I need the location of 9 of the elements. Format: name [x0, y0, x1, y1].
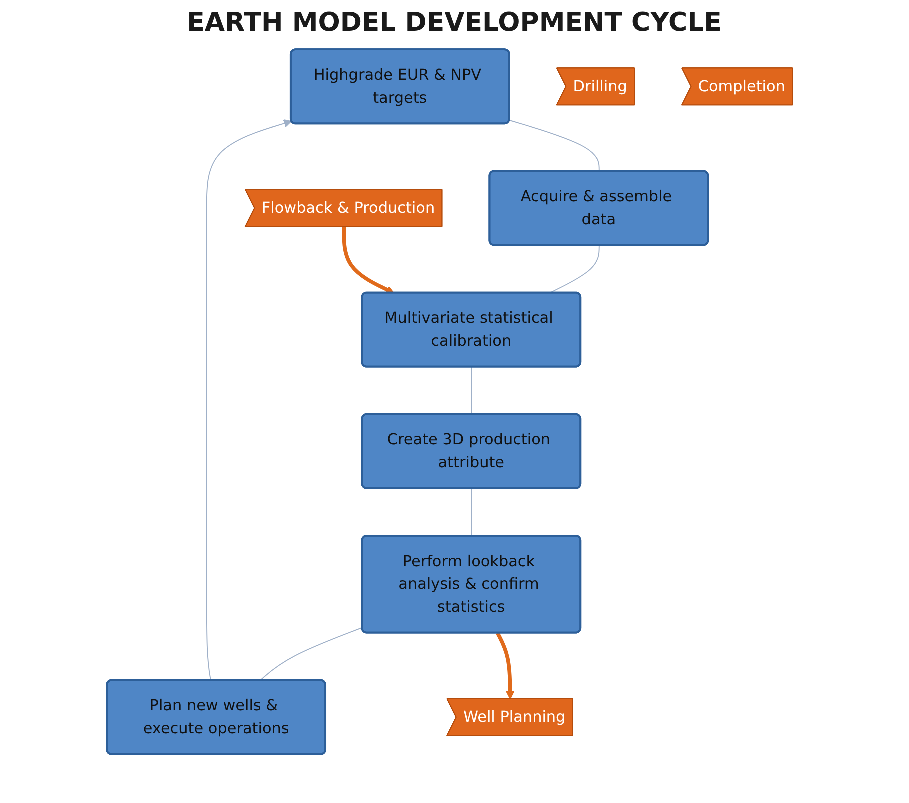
arrow: [342, 227, 395, 294]
connector: [549, 245, 600, 294]
connector: [471, 488, 473, 537]
connector: [260, 627, 364, 682]
cycle-heading: EARTH MODEL DEVELOPMENT CYCLE: [186, 8, 723, 38]
connector: [509, 120, 600, 172]
arrow: [206, 120, 292, 682]
connector: [471, 366, 473, 416]
arrow: [496, 632, 515, 700]
